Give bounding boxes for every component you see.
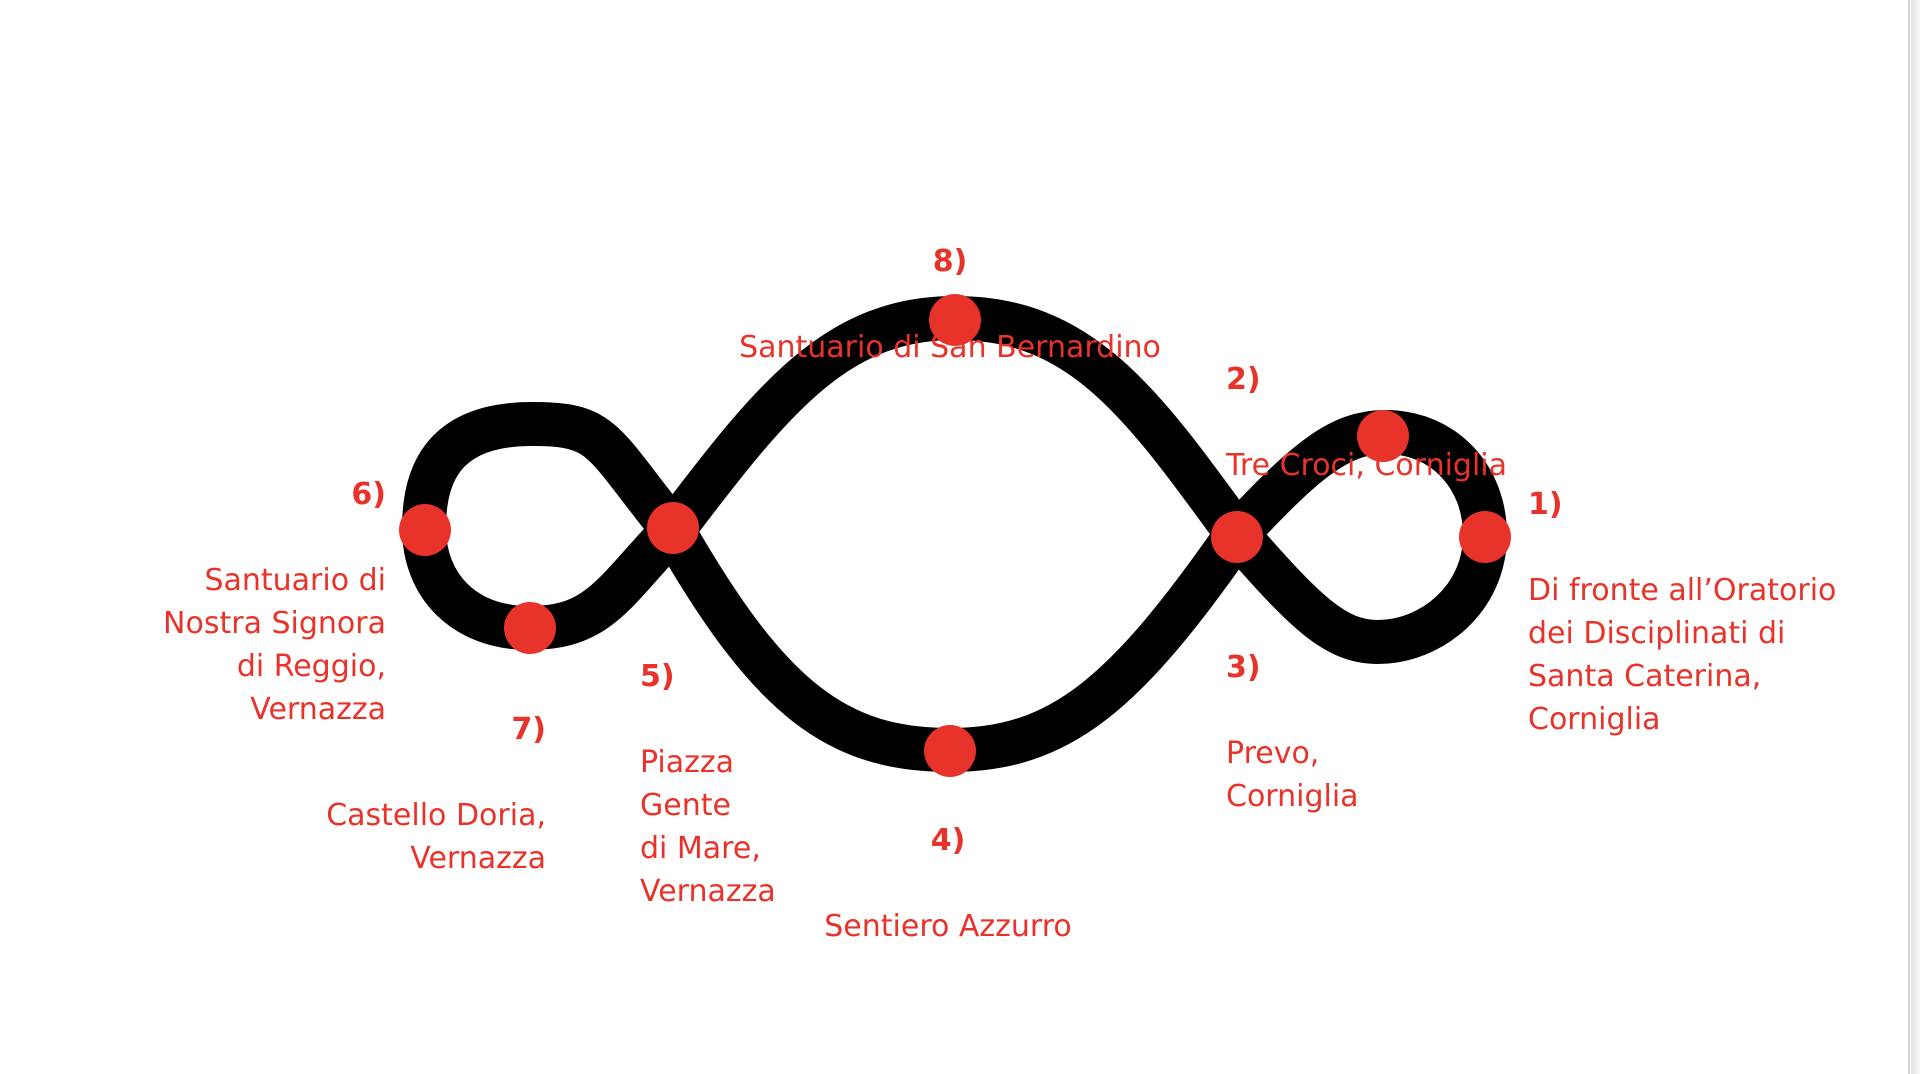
stop-marker-4[interactable]	[924, 725, 976, 777]
right-edge-shade	[1911, 0, 1920, 1074]
stop-name-6: Santuario di Nostra Signora di Reggio, V…	[163, 563, 386, 727]
stop-marker-7[interactable]	[504, 602, 556, 654]
stop-name-8: Santuario di San Bernardino	[739, 330, 1161, 365]
stop-marker-1[interactable]	[1459, 511, 1511, 563]
stop-number-5: 5)	[640, 659, 675, 694]
stop-name-3: Prevo, Corniglia	[1226, 736, 1359, 814]
stop-name-1: Di fronte all’Oratorio dei Disciplinati …	[1528, 573, 1837, 737]
stop-number-6: 6)	[351, 477, 386, 512]
right-edge-divider	[1908, 0, 1910, 1074]
stop-label-7: 7) Castello Doria, Vernazza	[286, 665, 546, 923]
stop-label-3: 3) Prevo, Corniglia	[1226, 603, 1359, 861]
stop-label-1: 1) Di fronte all’Oratorio dei Disciplina…	[1528, 440, 1836, 784]
stop-label-6: 6) Santuario di Nostra Signora di Reggio…	[136, 430, 386, 774]
stop-marker-2[interactable]	[1357, 410, 1409, 462]
stop-number-2: 2)	[1226, 362, 1261, 397]
stop-number-4: 4)	[930, 823, 966, 858]
stop-name-5: Piazza Gente di Mare, Vernazza	[640, 745, 776, 909]
stop-name-2: Tre Croci, Corniglia	[1226, 448, 1508, 483]
stop-name-4: Sentiero Azzurro	[824, 909, 1072, 944]
stop-marker-8[interactable]	[929, 294, 981, 346]
stop-label-5: 5) Piazza Gente di Mare, Vernazza	[640, 612, 776, 956]
stop-label-8: 8) Santuario di San Bernardino	[710, 197, 1190, 412]
stop-number-1: 1)	[1528, 487, 1563, 522]
stop-label-4: 4) Sentiero Azzurro	[748, 776, 1148, 991]
stop-label-2: 2) Tre Croci, Corniglia	[1226, 315, 1507, 530]
stop-number-8: 8)	[932, 244, 968, 279]
stop-marker-6[interactable]	[399, 504, 451, 556]
stop-marker-3[interactable]	[1211, 511, 1263, 563]
stop-name-7: Castello Doria, Vernazza	[326, 798, 546, 876]
stop-number-3: 3)	[1226, 650, 1261, 685]
stop-marker-5[interactable]	[647, 502, 699, 554]
stop-number-7: 7)	[511, 712, 546, 747]
